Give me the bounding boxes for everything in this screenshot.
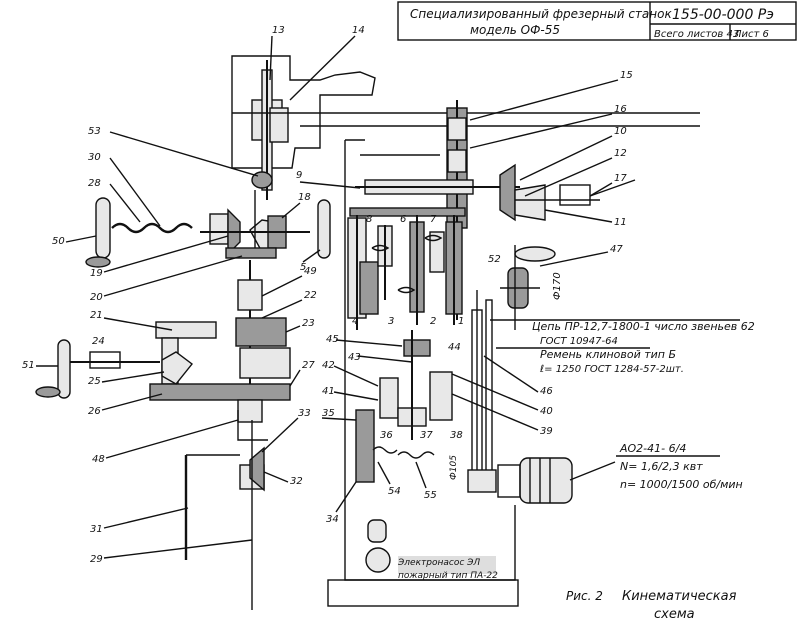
label-16: 16 (614, 104, 627, 115)
sheet-number: Лист 6 (733, 29, 769, 40)
label-49: 49 (304, 266, 317, 277)
label-39: 39 (540, 426, 553, 437)
label-52: 52 (488, 254, 501, 265)
sheets-total: Всего листов 43 (654, 29, 739, 40)
title-line2: модель ОФ-55 (470, 23, 560, 37)
label-7: 7 (430, 214, 437, 225)
label-54: 54 (388, 486, 401, 497)
figure-caption: Рис. 2 Кинематическая схема (566, 589, 737, 622)
label-44: 44 (448, 342, 461, 353)
label-30: 30 (88, 152, 101, 163)
label-1: 1 (458, 316, 464, 327)
label-25: 25 (88, 376, 101, 387)
label-50: 50 (52, 236, 65, 247)
label-31: 31 (90, 524, 103, 535)
pump-label-2: пожарный тип ПА-22 (398, 571, 498, 581)
label-38: 38 (450, 430, 463, 441)
label-10: 10 (614, 126, 627, 137)
lower-feed-assembly (184, 330, 453, 610)
label-48: 48 (92, 454, 105, 465)
chain-drive (467, 245, 556, 493)
label-22: 22 (304, 290, 317, 301)
label-37: 37 (420, 430, 433, 441)
left-spindle-assembly (85, 190, 331, 268)
label-55: 55 (424, 490, 437, 501)
label-53: 53 (88, 126, 101, 137)
label-24: 24 (92, 336, 105, 347)
gearbox (347, 215, 463, 330)
middle-gear-train (149, 260, 291, 423)
label-4: 4 (352, 316, 358, 327)
spec-annotations: Цепь ПР-12,7-1800-1 число звеньев 62 ГОС… (397, 272, 755, 581)
electric-motor (497, 457, 616, 504)
label-20: 20 (90, 292, 103, 303)
label-28: 28 (88, 178, 101, 189)
label-15: 15 (620, 70, 633, 81)
dia-170: Ф170 (552, 272, 563, 300)
coolant-pump (365, 519, 496, 574)
label-26: 26 (88, 406, 101, 417)
label-35: 35 (322, 408, 335, 419)
label-18: 18 (298, 192, 311, 203)
pump-label-1: Электронасос ЭЛ (397, 558, 480, 568)
label-21: 21 (90, 310, 103, 321)
machine-column (327, 139, 519, 607)
title-block: Специализированный фрезерный станок моде… (397, 1, 797, 41)
label-45: 45 (326, 334, 339, 345)
label-32: 32 (290, 476, 303, 487)
label-27: 27 (302, 360, 315, 371)
caption-line2: схема (654, 607, 695, 622)
label-34: 34 (326, 514, 339, 525)
doc-code: 155-00-000 Рэ (672, 7, 774, 23)
label-5: 5 (300, 262, 306, 273)
left-handwheel (35, 339, 160, 399)
motor-model: АО2-41- 6/4 (619, 442, 686, 455)
label-41: 41 (322, 386, 335, 397)
label-2: 2 (430, 316, 436, 327)
label-51: 51 (22, 360, 35, 371)
spindle-head-assembly (231, 55, 700, 200)
caption-fig: Рис. 2 (566, 589, 603, 603)
label-42: 42 (322, 360, 335, 371)
chain-spec: Цепь ПР-12,7-1800-1 число звеньев 62 (532, 320, 755, 333)
label-19: 19 (90, 268, 103, 279)
part-labels: 13 14 15 16 10 12 17 11 47 52 53 30 28 9… (22, 25, 633, 565)
label-47: 47 (610, 244, 623, 255)
label-33: 33 (298, 408, 311, 419)
label-12: 12 (614, 148, 627, 159)
label-9: 9 (296, 170, 302, 181)
horizontal-shaft-assembly (349, 163, 636, 222)
label-36: 36 (380, 430, 393, 441)
label-14: 14 (352, 25, 365, 36)
belt-spec: Ремень клиновой тип Б (540, 348, 676, 361)
title-line1: Специализированный фрезерный станок (410, 7, 672, 21)
label-17: 17 (614, 173, 627, 184)
motor-speed: n= 1000/1500 об/мин (620, 478, 743, 491)
label-43: 43 (348, 352, 361, 363)
belt-length: ℓ= 1250 ГОСТ 1284-57-2шт. (540, 364, 684, 375)
dia-105: Ф105 (449, 455, 459, 480)
label-11: 11 (614, 217, 627, 228)
label-29: 29 (90, 554, 103, 565)
label-8: 8 (366, 214, 372, 225)
label-40: 40 (540, 406, 553, 417)
motor-power: N= 1,6/2,3 квт (620, 460, 703, 473)
chain-std: ГОСТ 10947-64 (540, 336, 618, 347)
caption-line1: Кинематическая (622, 589, 737, 604)
label-13: 13 (272, 25, 285, 36)
label-46: 46 (540, 386, 553, 397)
label-3: 3 (388, 316, 394, 327)
label-23: 23 (302, 318, 315, 329)
label-6: 6 (400, 214, 406, 225)
